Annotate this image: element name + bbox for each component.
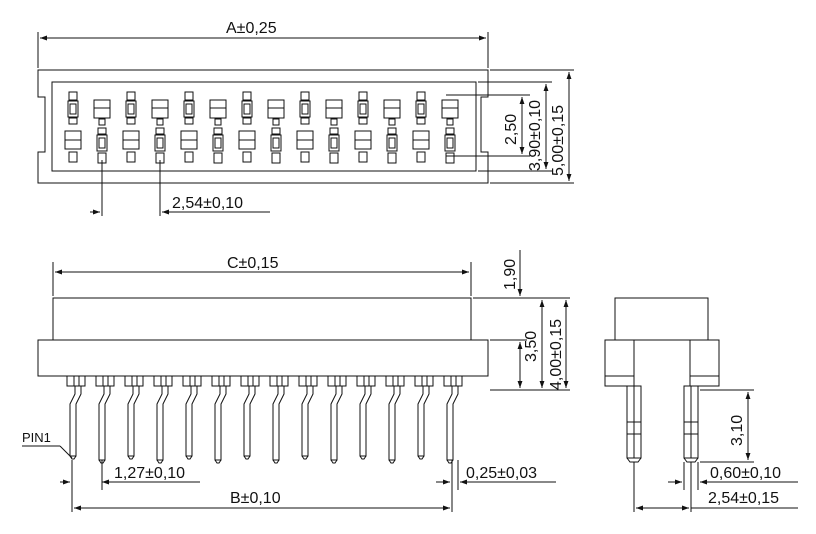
- side-view-upper-body: [52, 297, 472, 341]
- dim-pin-span-label: B±0,10: [230, 490, 281, 507]
- top-view-body-outline: [37, 69, 489, 184]
- end-view-upper-body: [614, 297, 709, 341]
- contact-column: [93, 99, 111, 164]
- dim-pin-thickness-label: 0,25±0,03: [466, 465, 537, 482]
- contact-column: [151, 99, 169, 164]
- dim-row-pitch-label: 2,54±0,15: [708, 490, 779, 507]
- contact-column: [238, 91, 256, 163]
- top-view: A±0,25 2,54±0,10 2,50 3,90±0,10 5,00±0,1…: [37, 20, 574, 216]
- end-view-right-pin: [683, 385, 699, 463]
- side-pin: [327, 375, 347, 464]
- contact-column: [64, 91, 82, 163]
- contact-column: [209, 99, 227, 164]
- end-view: 3,10 0,60±0,10 2,54±0,15: [604, 297, 798, 512]
- dim-inner-width-label: 3,90±0,10: [527, 100, 544, 171]
- side-pin: [269, 375, 289, 464]
- dim-pin-length-label: 3,10: [729, 415, 746, 446]
- side-pin: [66, 375, 86, 460]
- side-pin: [211, 375, 231, 464]
- side-view-pin-array: [66, 375, 463, 464]
- dim-total-height-label: 4,00±0,15: [548, 319, 565, 390]
- contact-column: [412, 91, 430, 163]
- contact-column: [325, 99, 343, 164]
- dim-length-label: A±0,25: [226, 20, 277, 37]
- side-pin: [443, 375, 463, 464]
- contact-column: [267, 99, 285, 164]
- end-view-right-flange: [689, 339, 720, 377]
- top-view-inner-cavity: [51, 81, 477, 172]
- contact-column: [441, 99, 459, 164]
- end-view-left-pin: [626, 385, 642, 463]
- side-pin: [385, 375, 405, 464]
- contact-column: [180, 91, 198, 163]
- dim-pin-width-label: 0,60±0,10: [710, 465, 781, 482]
- contact-column: [296, 91, 314, 163]
- pin1-label: PIN1: [22, 430, 51, 445]
- contact-column: [383, 99, 401, 164]
- end-view-left-flange: [604, 339, 635, 377]
- top-view-contact-array: [64, 91, 459, 164]
- side-pin: [182, 375, 202, 460]
- side-view: C±0,15 1,90 3,50 4,00±0,15 PIN1 1,27±0,1…: [22, 250, 570, 512]
- dim-outer-width-label: 5,00±0,15: [550, 105, 567, 176]
- side-pin: [414, 375, 434, 460]
- dim-top-gap-label: 1,90: [502, 259, 519, 290]
- side-pin: [356, 375, 376, 460]
- side-pin: [240, 375, 260, 460]
- side-view-lower-body: [37, 339, 489, 377]
- dim-pin-offset-label: 1,27±0,10: [114, 465, 185, 482]
- dim-pitch-label: 2,54±0,10: [172, 195, 243, 212]
- side-pin: [124, 375, 144, 460]
- dim-body-length-label: C±0,15: [227, 255, 279, 272]
- side-pin: [153, 375, 173, 464]
- contact-column: [354, 91, 372, 163]
- dim-row-spacing-label: 2,50: [503, 114, 520, 145]
- contact-column: [122, 91, 140, 163]
- dim-upper-height-label: 3,50: [523, 331, 540, 362]
- side-pin: [298, 375, 318, 460]
- side-pin: [95, 375, 115, 464]
